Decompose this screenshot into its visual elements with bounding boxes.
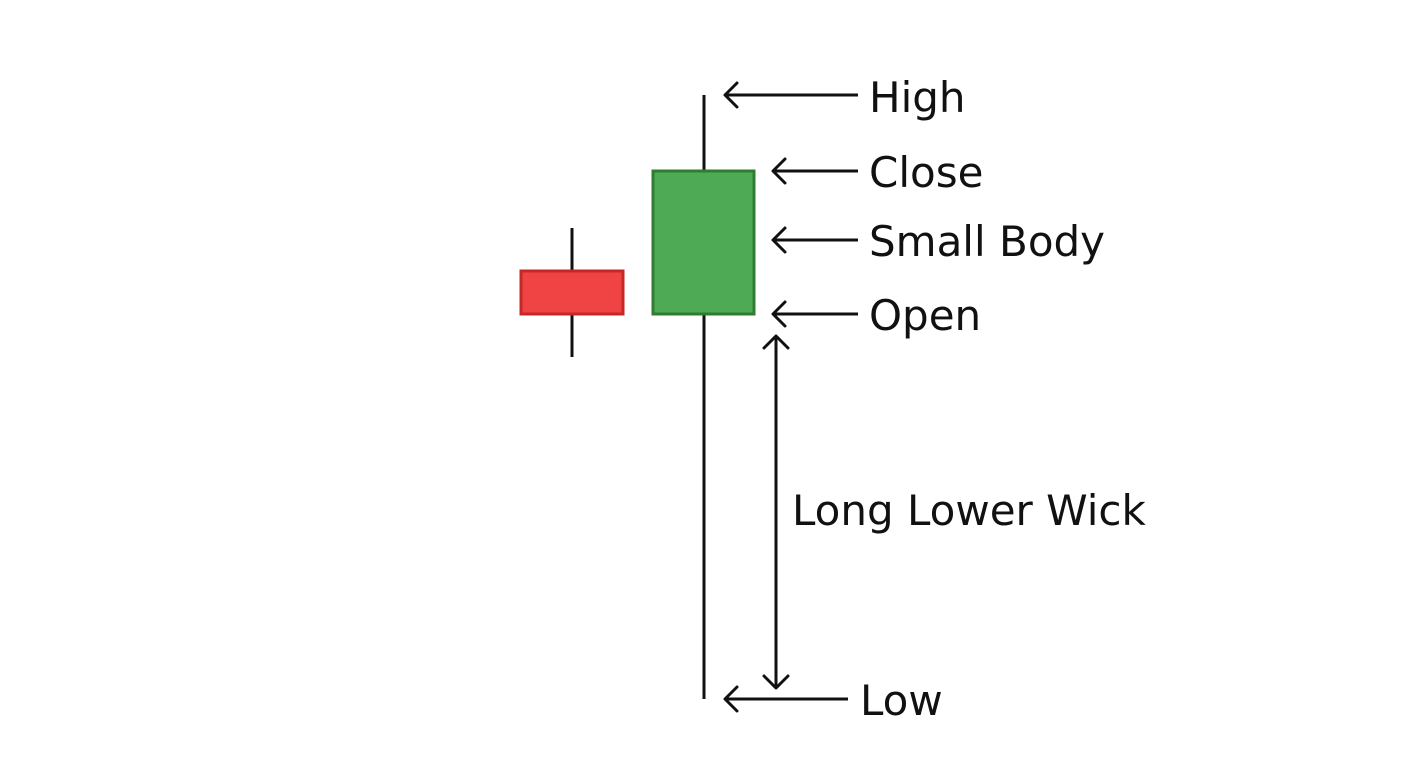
previous-bearish-candle [519, 228, 625, 357]
high-label: High [869, 73, 966, 122]
arrow-left-icon [723, 685, 739, 713]
arrow-left-icon [771, 157, 787, 185]
hammer-candle-body [651, 169, 756, 316]
long-lower-wick-annotation: Long Lower Wick [762, 334, 1147, 690]
hammer-candle [651, 95, 756, 699]
low-annotation: Low [723, 676, 943, 725]
open-label: Open [869, 291, 981, 340]
long-lower-wick-label: Long Lower Wick [792, 486, 1147, 535]
arrow-down-icon [762, 674, 790, 690]
arrow-left-icon [723, 81, 739, 109]
previous-candle-body [519, 269, 625, 316]
close-annotation: Close [771, 148, 983, 197]
small-body-annotation: Small Body [771, 217, 1105, 266]
arrow-left-icon [771, 300, 787, 328]
small-body-label: Small Body [869, 217, 1105, 266]
arrow-left-icon [771, 226, 787, 254]
high-annotation: High [723, 73, 966, 122]
close-label: Close [869, 148, 983, 197]
low-label: Low [860, 676, 943, 725]
arrow-up-icon [762, 334, 790, 350]
open-annotation: Open [771, 291, 981, 340]
